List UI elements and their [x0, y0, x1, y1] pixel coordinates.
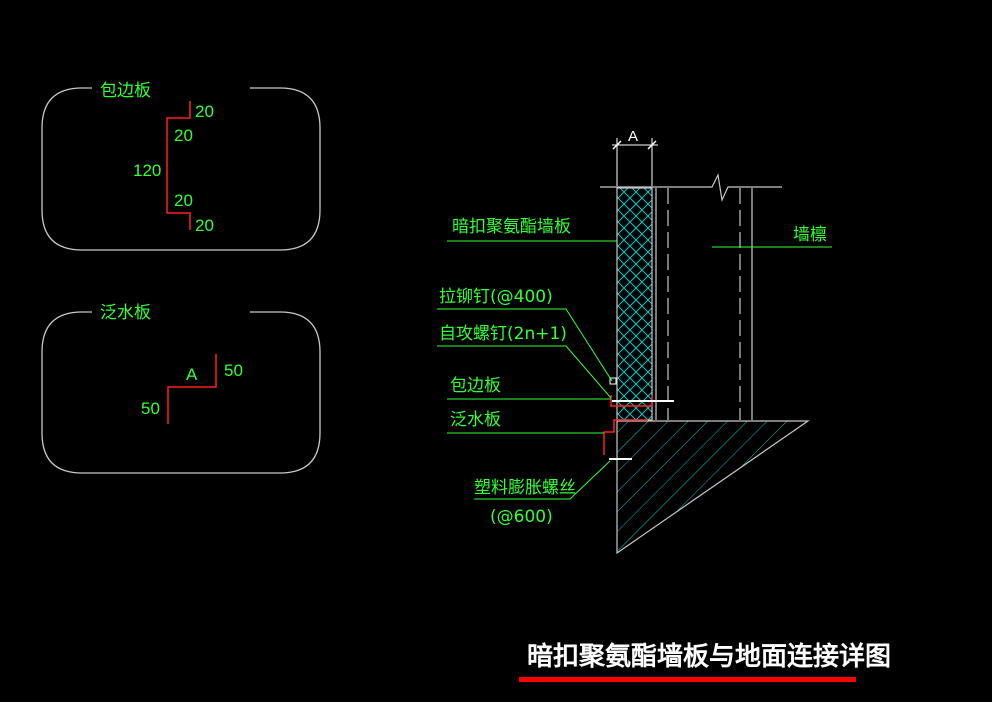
label-flashing: 泛水板 — [450, 410, 501, 430]
purlin-left — [655, 188, 669, 420]
dim-trim-height: 120 — [133, 161, 161, 180]
dim-trim-lower: 20 — [174, 191, 193, 210]
trim-profile — [166, 101, 191, 230]
flashing-plate — [603, 419, 648, 455]
flashing-profile — [167, 354, 217, 424]
detail-box-trim-title: 包边板 — [100, 81, 151, 101]
title-underline — [519, 677, 856, 682]
label-anchor: 塑料膨胀螺丝 — [474, 478, 576, 498]
detail-box-trim-outline — [41, 87, 321, 251]
label-anchor-spacing: (@600) — [490, 507, 553, 527]
leader-screw — [437, 345, 612, 399]
wall-panel — [616, 187, 653, 421]
dim-flashing-left: 50 — [141, 399, 160, 418]
drawing-title-block: 暗扣聚氨酯墙板与地面连接详图 — [519, 641, 891, 682]
leader-rivet — [437, 308, 613, 382]
width-dimension-label: A — [628, 128, 638, 145]
leader-anchor — [474, 460, 611, 500]
detail-box-flashing-outline — [41, 311, 321, 474]
label-purlin: 墙檩 — [793, 225, 827, 245]
dim-trim-top: 20 — [195, 102, 214, 121]
dim-trim-upper: 20 — [174, 126, 193, 145]
section-detail: A 暗扣聚氨酯墙板 墙檩 — [437, 128, 832, 555]
detail-box-flashing: 泛水板 A 50 50 — [41, 303, 321, 474]
label-rivet: 拉铆钉(@400) — [439, 287, 553, 307]
dim-flashing-right: 50 — [224, 361, 243, 380]
label-screw: 自攻螺钉(2n+1) — [439, 324, 567, 344]
dim-trim-bottom: 20 — [195, 216, 214, 235]
ground-slab — [616, 420, 810, 555]
label-wall-panel: 暗扣聚氨酯墙板 — [452, 217, 571, 237]
label-trim: 包边板 — [450, 376, 501, 396]
purlin-right — [739, 188, 753, 420]
dim-flashing-a: A — [186, 365, 198, 384]
detail-box-trim: 包边板 20 20 120 20 20 — [41, 81, 321, 251]
top-break-line — [600, 173, 782, 203]
width-dimension: A — [612, 128, 658, 186]
drawing-title: 暗扣聚氨酯墙板与地面连接详图 — [527, 641, 891, 672]
rivet-head — [609, 377, 617, 385]
detail-box-flashing-title: 泛水板 — [100, 303, 151, 323]
